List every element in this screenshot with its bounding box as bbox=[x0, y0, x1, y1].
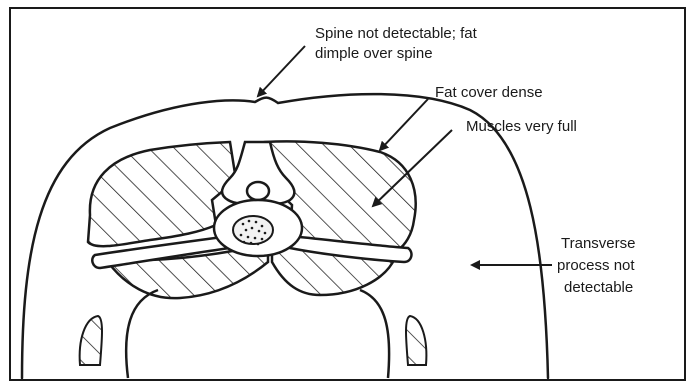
transverse-label-line2: process not bbox=[557, 257, 635, 274]
vertebral-body-inner bbox=[233, 216, 273, 244]
spinal-canal bbox=[247, 182, 269, 200]
fat-cover-arrow bbox=[380, 99, 428, 150]
cavity-right-wall bbox=[360, 290, 389, 378]
spine-label-line2: dimple over spine bbox=[315, 45, 433, 62]
muscles-label: Muscles very full bbox=[466, 118, 577, 135]
cavity-left-wall bbox=[126, 290, 158, 378]
right-rib bbox=[406, 316, 426, 365]
spine-label-line1: Spine not detectable; fat bbox=[315, 25, 478, 42]
transverse-label-line3: detectable bbox=[564, 279, 633, 296]
left-rib bbox=[80, 316, 102, 365]
fat-cover-label: Fat cover dense bbox=[435, 84, 543, 101]
spine-arrow bbox=[258, 46, 305, 96]
transverse-label-line1: Transverse bbox=[561, 235, 635, 252]
